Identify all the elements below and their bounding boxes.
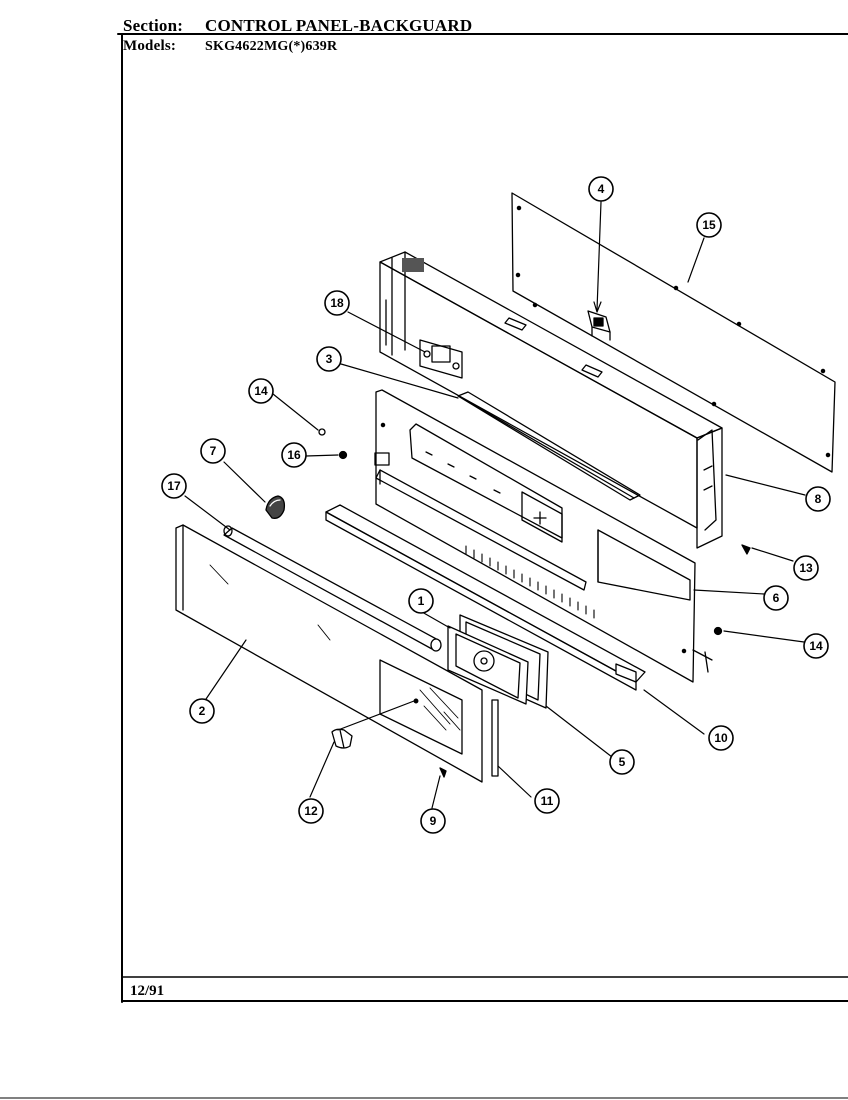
screw-16: [338, 450, 348, 460]
callout-18: 18: [330, 296, 344, 310]
selector-knob: [331, 728, 353, 749]
section-label: Section:: [123, 16, 184, 35]
models-value: SKG4622MG(*)639R: [205, 39, 338, 54]
switch-part: [587, 310, 611, 341]
clock: [447, 625, 529, 705]
callout-17: 17: [167, 479, 181, 493]
callout-7: 7: [210, 444, 217, 458]
page-frame: [0, 33, 848, 1099]
callout-16: 16: [287, 448, 301, 462]
callout-14-upper: 14: [254, 384, 268, 398]
section-heading: Section: CONTROL PANEL-BACKGUARD: [123, 16, 472, 36]
leader-lines: [184, 201, 806, 809]
callout-9: 9: [430, 814, 437, 828]
callout-15: 15: [702, 218, 716, 232]
callout-10: 10: [714, 731, 728, 745]
clip-14-upper: [318, 428, 326, 436]
fasteners: [318, 428, 751, 778]
callout-1: 1: [418, 594, 425, 608]
rear-backguard-panel: [511, 192, 836, 473]
callout-4: 4: [598, 182, 605, 196]
front-glass-panel: [175, 524, 483, 783]
callout-6: 6: [773, 591, 780, 605]
clip-14-lower: [713, 626, 723, 636]
screw-9: [439, 767, 447, 778]
callout-8: 8: [815, 492, 822, 506]
mounting-bracket: [419, 339, 463, 379]
callout-12: 12: [304, 804, 318, 818]
revision-date: 12/91: [130, 983, 165, 999]
callout-14-lower: 14: [809, 639, 823, 653]
backguard-housing: [379, 251, 723, 549]
callout-11: 11: [541, 794, 554, 808]
callout-2: 2: [199, 704, 206, 718]
control-panel: [374, 389, 713, 683]
screw-13: [741, 544, 751, 555]
section-title: CONTROL PANEL-BACKGUARD: [205, 16, 473, 35]
callout-circles: [161, 176, 831, 834]
callout-3: 3: [326, 352, 333, 366]
lower-rail: [325, 504, 646, 691]
vertical-bar: [491, 699, 499, 777]
trim-tube: [223, 525, 442, 652]
callout-5: 5: [619, 755, 626, 769]
upper-trim-strip: [457, 391, 641, 501]
control-knob: [265, 495, 286, 519]
models-label: Models:: [123, 38, 177, 54]
models-heading: Models: SKG4622MG(*)639R: [123, 38, 337, 55]
callout-13: 13: [799, 561, 813, 575]
